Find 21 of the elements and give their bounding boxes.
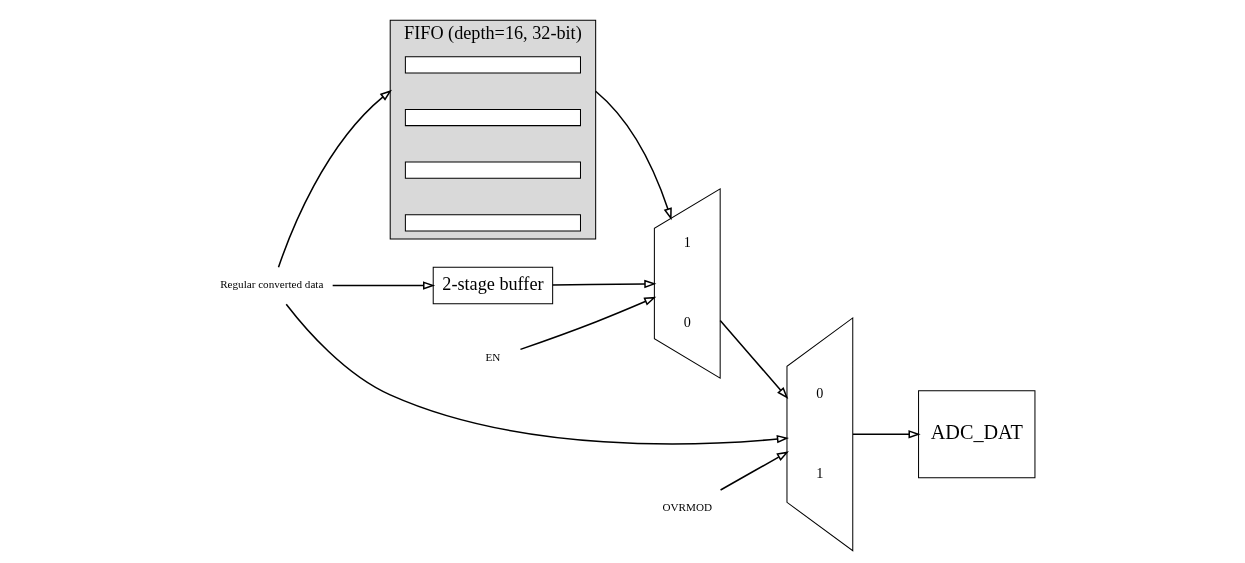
arrow [519,296,656,351]
node-box: 0 1 [785,316,853,552]
node-box [404,108,581,127]
node-box [404,161,581,179]
arrow [277,89,392,269]
arrow [594,90,672,221]
node-text: EN [485,351,500,364]
node-box: 2-stage buffer [432,266,553,305]
node-box [404,56,581,74]
arrow [331,281,435,290]
node-box: 1 0 [653,188,721,380]
node-text: Regular converted data [219,278,323,291]
cluster: FIFO (depth=16, 32-bit) [389,19,596,240]
arrow [551,279,656,289]
arrow [718,319,788,400]
node-box [404,214,581,232]
node-text: OVRMOD [662,501,712,514]
arrow [285,303,789,445]
arrow [851,430,921,439]
node-box: ADC_DAT [917,390,1035,479]
arrow [719,451,789,491]
